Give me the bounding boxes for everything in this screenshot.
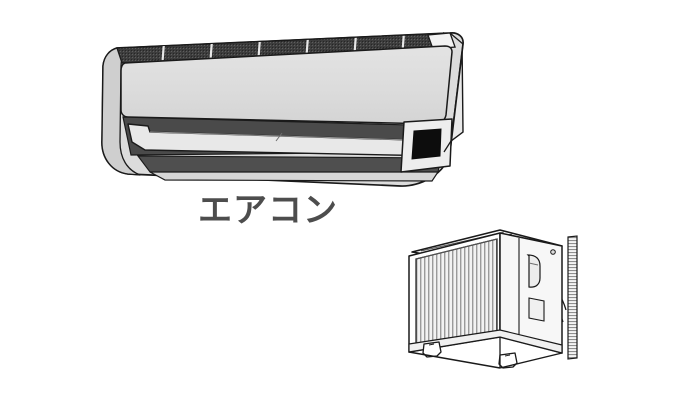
outdoor-top-corner-bolt <box>550 249 556 255</box>
indoor-unit <box>101 31 464 187</box>
indoor-louver-crease <box>149 131 444 142</box>
outdoor-foot-right-detail <box>504 354 511 357</box>
outdoor-bottom-right-edge <box>499 352 563 369</box>
indoor-grille-end-cap <box>427 32 456 50</box>
outdoor-service-hatch[interactable] <box>528 297 545 322</box>
indoor-bottom-lip <box>149 171 440 182</box>
outdoor-foot-left-detail <box>428 343 435 346</box>
indoor-display-screen[interactable] <box>411 128 442 160</box>
caption-label: エアコン <box>198 191 338 231</box>
outdoor-bottom-front-edge <box>408 351 501 369</box>
outdoor-fin-top-edge <box>415 238 498 260</box>
outdoor-unit <box>408 229 578 369</box>
indoor-louver-center-mark <box>275 132 283 142</box>
outdoor-handle-recess[interactable] <box>526 254 541 288</box>
outdoor-foot-left <box>422 341 442 358</box>
outdoor-foot-right <box>498 352 518 369</box>
indoor-right-edge-line <box>443 32 464 153</box>
indoor-lower-shadow-band <box>136 155 442 173</box>
outdoor-handle-detail <box>528 262 539 266</box>
outdoor-refrigerant-pipe <box>567 235 578 360</box>
